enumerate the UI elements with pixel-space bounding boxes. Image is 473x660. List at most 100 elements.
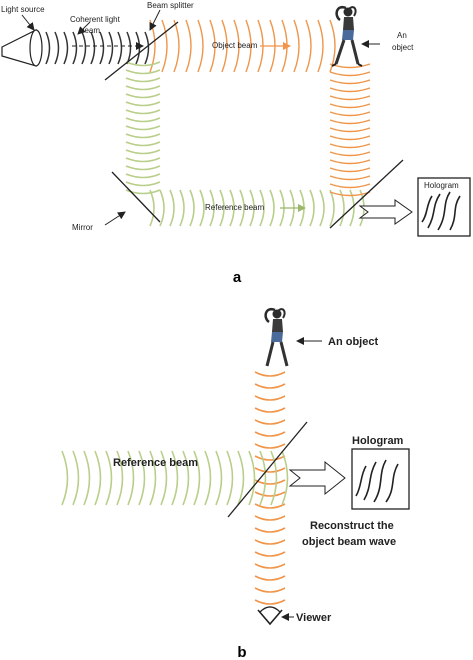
light-source-label: Light source bbox=[1, 5, 45, 14]
object-wave bbox=[329, 19, 336, 73]
reference-wave bbox=[138, 450, 146, 506]
object-wave bbox=[329, 119, 371, 125]
object-wave bbox=[329, 191, 371, 197]
reference-wave bbox=[125, 117, 161, 123]
object-wave bbox=[254, 467, 286, 473]
reference-wave bbox=[160, 450, 168, 506]
reference-wave bbox=[125, 77, 161, 83]
object-wave bbox=[254, 443, 286, 449]
reference-wave bbox=[149, 450, 157, 506]
reference-wave bbox=[125, 125, 161, 131]
viewer-label: Viewer bbox=[296, 612, 332, 624]
coherent-wave bbox=[90, 31, 96, 65]
object-wave bbox=[317, 19, 324, 73]
coherent-wave bbox=[135, 31, 141, 65]
reference-wave bbox=[125, 69, 161, 75]
hologram-plate-b bbox=[351, 448, 410, 510]
reference-wave bbox=[259, 189, 265, 227]
object-wave bbox=[245, 19, 252, 73]
object-wave bbox=[329, 151, 371, 157]
reference-wave bbox=[125, 101, 161, 107]
coherent-wave bbox=[126, 31, 132, 65]
reference-wave bbox=[215, 450, 223, 506]
reference-wave bbox=[149, 189, 155, 227]
reference-wave bbox=[125, 181, 161, 187]
person-figure-b-icon bbox=[264, 307, 289, 367]
object-wave bbox=[233, 19, 240, 73]
object-wave bbox=[197, 19, 204, 73]
object-wave bbox=[254, 479, 286, 485]
reference-wave bbox=[125, 109, 161, 115]
object-wave bbox=[254, 371, 286, 377]
reconstruct-label-2: object beam wave bbox=[302, 536, 396, 548]
coherent-wave bbox=[45, 31, 51, 65]
reference-wave bbox=[239, 189, 245, 227]
reference-wave bbox=[125, 149, 161, 155]
reference-wave bbox=[309, 189, 315, 227]
reference-wave bbox=[125, 61, 161, 67]
reference-wave bbox=[193, 450, 201, 506]
object-wave bbox=[254, 491, 286, 497]
hologram-arrow-b bbox=[288, 460, 346, 496]
splitter-2 bbox=[329, 159, 404, 229]
reference-wave bbox=[229, 189, 235, 227]
object-wave bbox=[329, 143, 371, 149]
object-wave bbox=[329, 175, 371, 181]
object-wave bbox=[254, 575, 286, 581]
object-wave bbox=[185, 19, 192, 73]
object-wave bbox=[173, 19, 180, 73]
beam-splitter-label: Beam splitter bbox=[147, 1, 194, 10]
object-wave bbox=[254, 395, 286, 401]
reference-wave bbox=[237, 450, 245, 506]
object-wave bbox=[329, 127, 371, 133]
object-beam-label: Object beam bbox=[212, 41, 258, 50]
reference-wave bbox=[349, 189, 355, 227]
coherent-wave bbox=[72, 31, 78, 65]
reference-wave bbox=[125, 173, 161, 179]
an-object-label-b: An object bbox=[328, 336, 378, 348]
reference-wave bbox=[125, 141, 161, 147]
object-wave bbox=[254, 431, 286, 437]
reference-wave bbox=[219, 189, 225, 227]
reference-wave bbox=[125, 157, 161, 163]
object-wave bbox=[254, 455, 286, 461]
coherent-wave bbox=[144, 31, 150, 65]
panel-a-title: a bbox=[233, 269, 242, 286]
object-wave bbox=[329, 183, 371, 189]
reference-wave bbox=[270, 450, 278, 506]
reference-wave bbox=[329, 189, 335, 227]
object-wave bbox=[254, 551, 286, 557]
coherent-wave bbox=[81, 31, 87, 65]
object-wave bbox=[329, 103, 371, 109]
reference-wave bbox=[94, 450, 102, 506]
reference-wave bbox=[171, 450, 179, 506]
panel-b: An object Reference beam Hologram Recons… bbox=[61, 307, 410, 660]
object-wave bbox=[329, 167, 371, 173]
reference-wave bbox=[105, 450, 113, 506]
hologram-label-b: Hologram bbox=[352, 435, 404, 447]
object-wave bbox=[254, 527, 286, 533]
panel-a-waves bbox=[45, 19, 371, 227]
reference-wave bbox=[125, 165, 161, 171]
object-wave bbox=[329, 79, 371, 85]
an-object-label-1: An bbox=[397, 31, 407, 40]
object-wave bbox=[329, 135, 371, 141]
reference-wave bbox=[339, 189, 345, 227]
viewer-eye-icon bbox=[257, 606, 283, 626]
an-object-label-2: object bbox=[392, 43, 414, 52]
reconstruct-label-1: Reconstruct the bbox=[310, 520, 394, 532]
object-wave bbox=[254, 587, 286, 593]
object-wave bbox=[221, 19, 228, 73]
hologram-arrow-a bbox=[358, 199, 413, 225]
coherent-beam-label-2: beam bbox=[80, 26, 100, 35]
coherent-wave bbox=[108, 31, 114, 65]
hologram-label-a: Hologram bbox=[424, 181, 459, 190]
reference-wave bbox=[249, 189, 255, 227]
light-source-leader bbox=[21, 14, 35, 31]
reference-wave bbox=[125, 85, 161, 91]
object-wave bbox=[329, 87, 371, 93]
reference-wave bbox=[319, 189, 325, 227]
object-wave bbox=[329, 71, 371, 77]
reference-wave bbox=[182, 450, 190, 506]
object-wave bbox=[254, 539, 286, 545]
